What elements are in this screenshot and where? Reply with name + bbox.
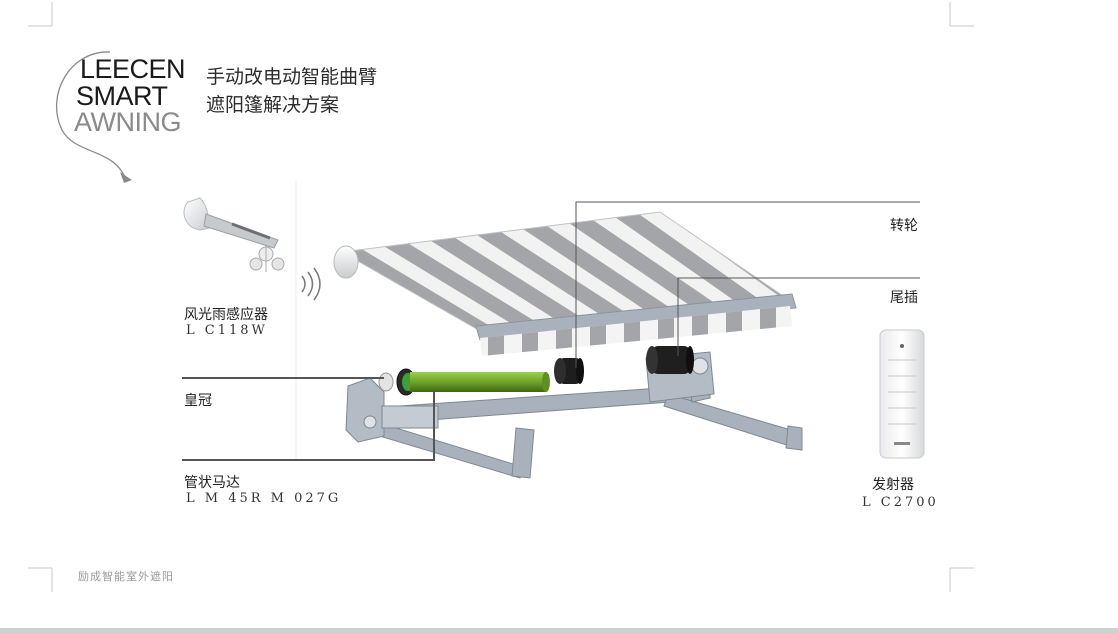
remote-device xyxy=(879,329,925,459)
motor-model: L M 45R M 027G xyxy=(186,491,342,506)
page-bottom-border xyxy=(0,628,1118,634)
wheel-part xyxy=(554,358,584,384)
motor-label: 管状马达 xyxy=(184,475,240,491)
end-plug-part xyxy=(646,346,694,374)
motor-assembly xyxy=(378,368,550,396)
wheel-label: 转轮 xyxy=(890,218,918,234)
logo-line-1: LEECEN xyxy=(80,54,186,84)
sensor-model: L C118W xyxy=(186,323,268,338)
logo-swoosh xyxy=(56,51,132,183)
footer-text: 励成智能室外遮阳 xyxy=(78,570,174,583)
heading-line-2: 遮阳篷解决方案 xyxy=(206,94,340,116)
heading-line-1: 手动改电动智能曲臂 xyxy=(206,66,378,88)
awning-illustration xyxy=(183,197,925,479)
crown-label: 皇冠 xyxy=(184,393,212,409)
end-plug-label: 尾插 xyxy=(890,290,918,306)
sensor-device xyxy=(183,197,321,301)
sensor-label: 风光雨感应器 xyxy=(184,307,268,323)
remote-model: L C2700 xyxy=(862,495,939,510)
logo-line-2: SMART xyxy=(76,81,168,111)
remote-label: 发射器 xyxy=(872,477,914,493)
logo-line-3: AWNING xyxy=(74,107,182,137)
